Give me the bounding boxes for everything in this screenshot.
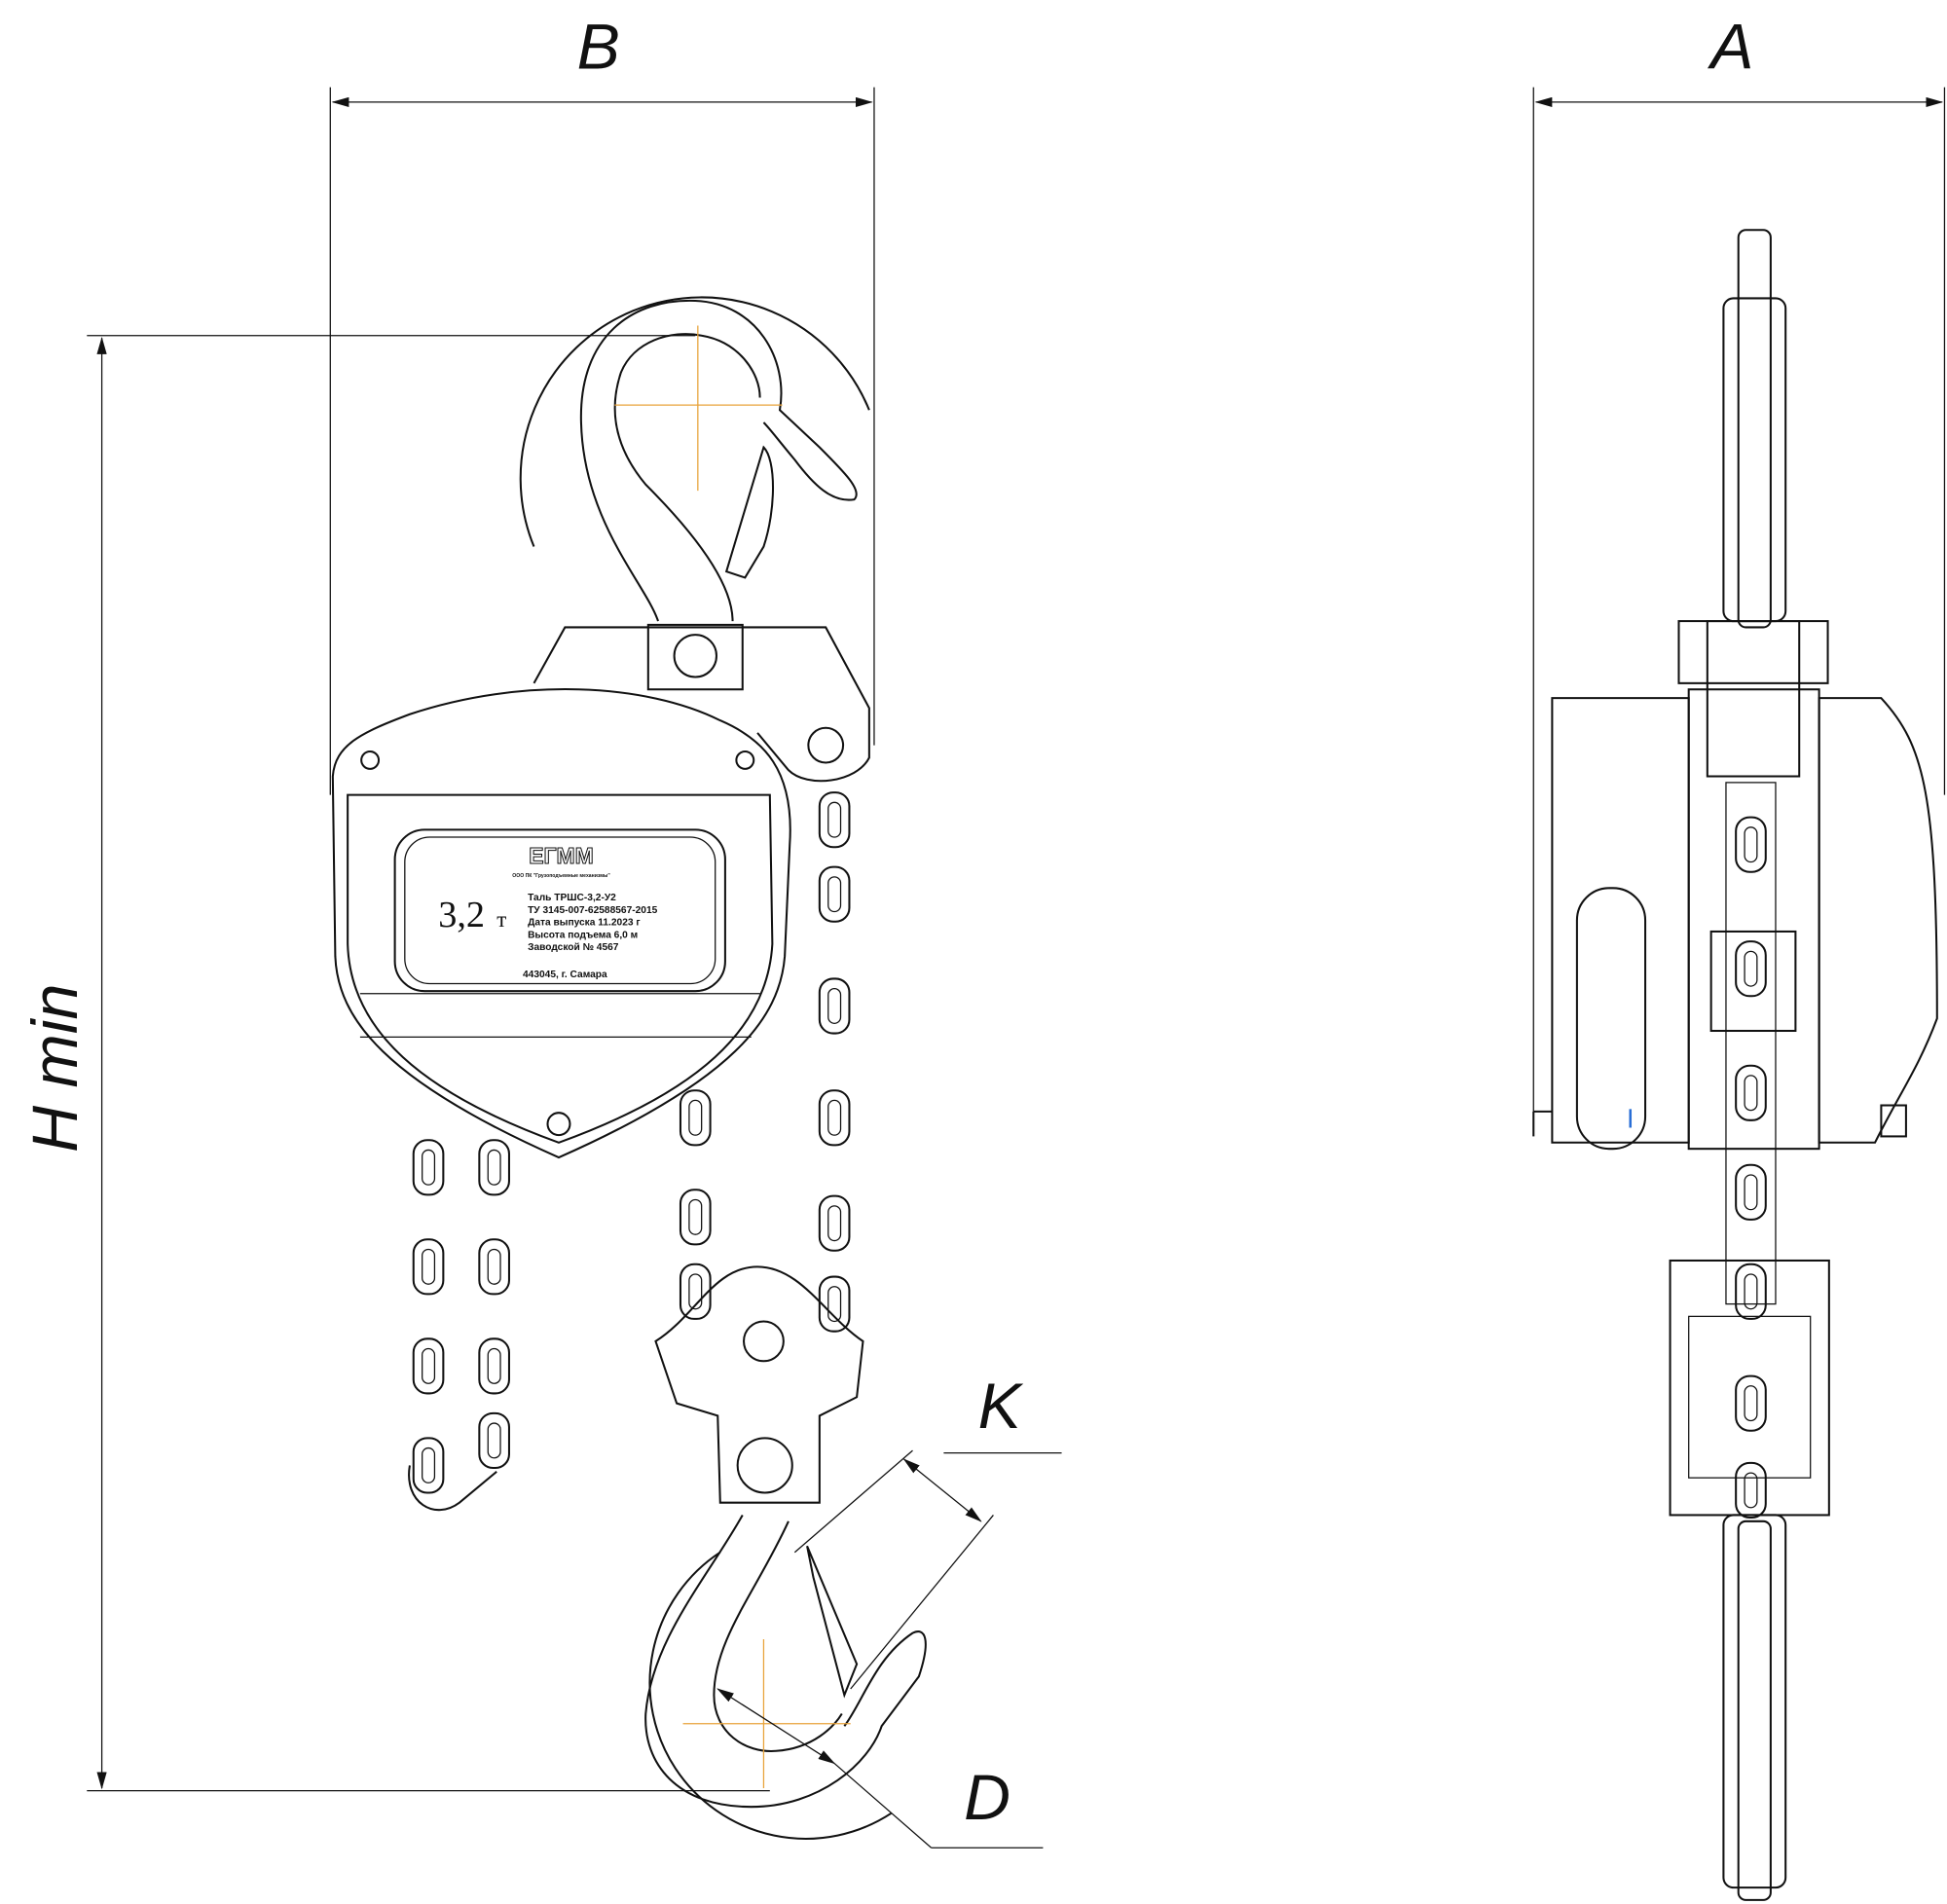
plate-address: 443045, г. Самара [523,970,607,980]
capacity-unit: т [496,907,506,932]
dimension-k: K [793,1371,1062,1690]
hand-chain-left [408,1139,510,1512]
plate-line: ТУ 3145-007-62588567-2015 [528,905,658,916]
top-bracket [533,623,870,783]
screw-icon [360,750,381,770]
plate-line: Дата выпуска 11.2023 г [528,918,641,929]
hoist-housing [331,688,791,1159]
bottom-block [654,1265,864,1504]
dimension-h-min: H min [19,335,770,1792]
dimension-d: D [716,1688,1044,1849]
plate-line: Высота подъема 6,0 м [528,930,638,940]
dimension-a-label: A [1707,11,1753,83]
dimension-h-min-label: H min [19,984,92,1153]
plate-line: Заводской № 4567 [528,942,619,953]
dimension-b: B [329,11,875,795]
nameplate: ЕГММ ООО ПК "Грузоподъемные механизмы" 3… [393,828,726,993]
company-name: ООО ПК "Грузоподъемные механизмы" [512,873,610,879]
load-chain [679,791,851,1333]
dimension-a: A [1532,11,1946,1118]
dimension-k-label: K [978,1371,1024,1443]
dimension-b-label: B [577,11,620,83]
side-view [1532,229,1938,1901]
brand-logo: ЕГММ [529,843,594,868]
dimension-d-label: D [964,1762,1010,1834]
screw-icon [735,750,755,770]
plate-line: Таль ТРШС-3,2-У2 [528,893,616,903]
screw-icon [546,1112,571,1137]
capacity-value: 3,2 [438,895,485,935]
top-hook [519,296,870,622]
